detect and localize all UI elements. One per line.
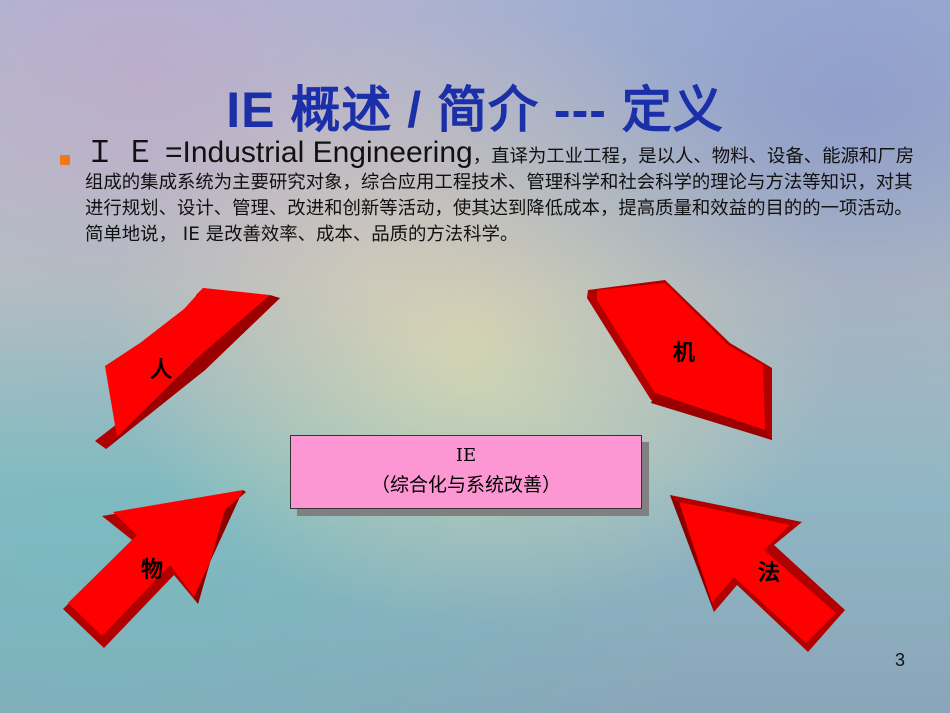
center-box: IE （综合化与系统改善） <box>290 435 642 509</box>
arrow-top-right <box>587 280 772 440</box>
label-material: 物 <box>141 558 164 583</box>
label-machine: 机 <box>673 341 696 366</box>
ie-prefix: ＩＥ <box>85 135 165 170</box>
label-method: 法 <box>758 561 781 586</box>
arrow-bottom-left <box>63 490 246 648</box>
arrow-bottom-right <box>670 495 845 652</box>
ie-english-name: =Industrial Engineering <box>165 136 473 169</box>
definition-text: ，直译为工业工程，是以人、物料、设备、能源和厂房组成的集成系统为主要研究对象，综… <box>85 146 915 245</box>
definition-paragraph: ＩＥ=Industrial Engineering，直译为工业工程，是以人、物料… <box>85 138 915 248</box>
center-box-title: IE <box>455 445 477 466</box>
center-box-subtitle: （综合化与系统改善） <box>370 474 561 496</box>
label-people: 人 <box>150 358 173 383</box>
bullet-square-icon <box>60 155 70 165</box>
slide-title: IE 概述 / 简介 --- 定义 <box>226 82 724 138</box>
arrow-top-left <box>95 288 280 449</box>
page-number: 3 <box>895 650 906 670</box>
